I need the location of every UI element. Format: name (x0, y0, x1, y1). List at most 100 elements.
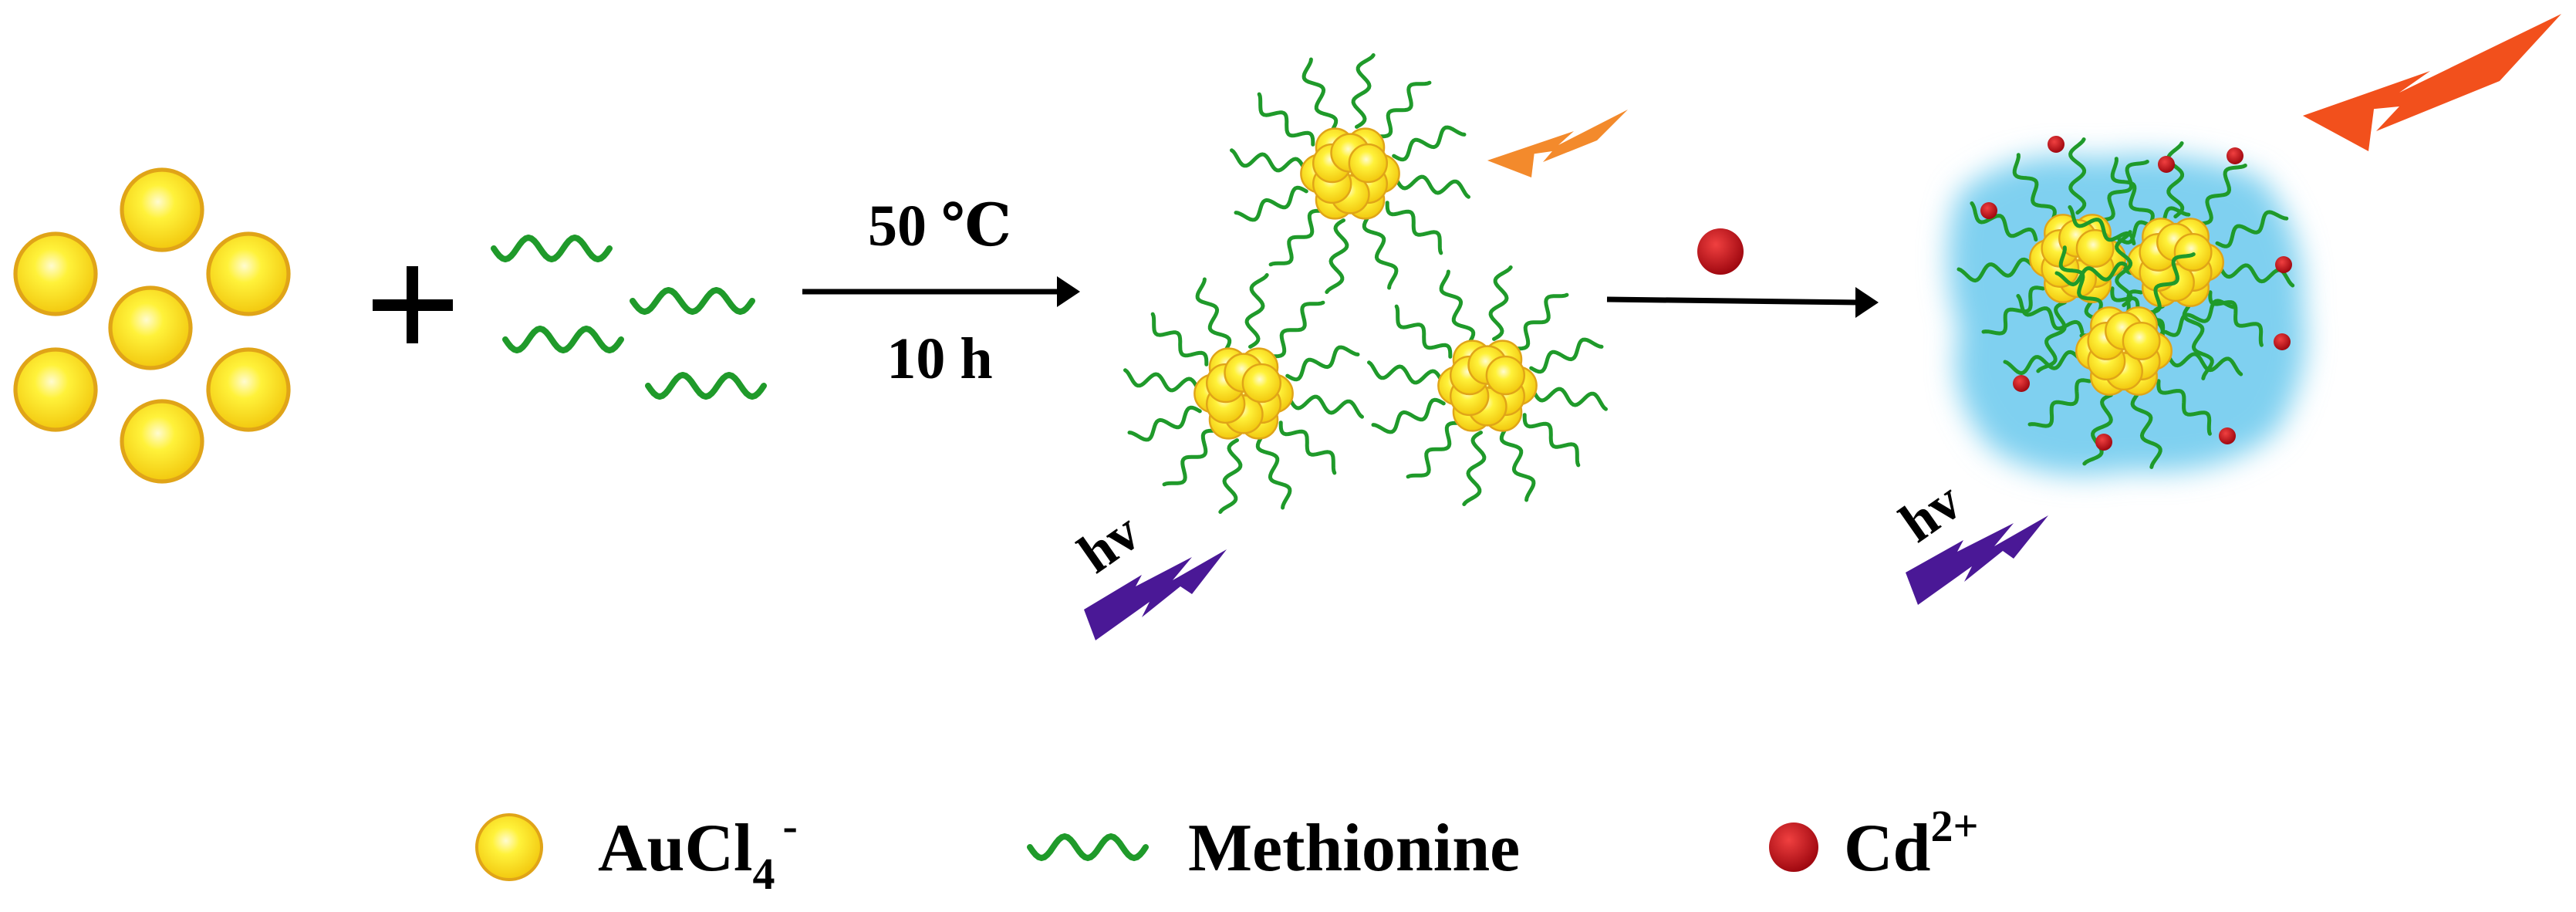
excitation-label-right: hv (1889, 470, 1972, 554)
capping-ligand (1367, 360, 1443, 385)
capping-ligand (2027, 378, 2092, 428)
cadmium-ion-reagent-icon (1697, 228, 1744, 275)
gold-nanocluster (2003, 230, 2243, 469)
free-methionine (630, 287, 755, 315)
reaction-temperature: 50 ℃ (868, 194, 1011, 258)
bound-cadmium-ion (1980, 202, 1997, 219)
cluster-atom (1241, 363, 1282, 404)
capping-ligand (2208, 290, 2264, 347)
capping-ligand (1302, 57, 1339, 132)
methionine-wave-icon (1027, 833, 1149, 862)
capping-ligand (1234, 185, 1308, 222)
capping-ligand (2163, 299, 2237, 337)
capping-ligand (1268, 208, 1323, 267)
capping-ligand (2100, 160, 2149, 222)
capping-ligand (1462, 431, 1487, 506)
legend-item-ion: Cd2+ (1769, 801, 1979, 886)
capping-ligand (1150, 312, 1209, 366)
bound-cadmium-ion (2219, 427, 2236, 444)
svg-text:AuCl4-: AuCl4- (598, 801, 798, 899)
capping-ligand (2003, 350, 2081, 376)
capping-ligand (2156, 379, 2212, 436)
gold-nanocluster (1123, 273, 1364, 514)
capping-ligand (1956, 257, 2034, 283)
capping-ligand (2068, 205, 2136, 245)
capping-ligand (1230, 148, 1305, 173)
capping-ligand (1288, 394, 1364, 419)
excitation-label-left: hv (1067, 501, 1150, 585)
capping-ligand (1351, 53, 1376, 129)
capping-ligand (1162, 428, 1217, 487)
capping-ligand (1325, 218, 1349, 294)
strong-emission-bolt-icon (2303, 14, 2561, 151)
capping-ligand (1406, 421, 1460, 479)
cadmium-ion-icon (1769, 822, 1818, 872)
free-methionine (491, 235, 613, 262)
cluster-atom (2075, 228, 2115, 268)
capping-ligand (2036, 300, 2067, 373)
bound-cadmium-ion (2048, 136, 2065, 153)
free-methionine (645, 372, 767, 400)
bound-cadmium-ion (2227, 147, 2243, 164)
capping-ligand (1522, 413, 1581, 468)
gold-nanocluster-group (1123, 53, 1608, 514)
capping-ligand (1271, 300, 1325, 359)
legend-gold-sup: - (783, 801, 798, 851)
legend-ion-text: Cd (1844, 811, 1931, 886)
capping-ligand (1123, 368, 1199, 393)
gold-precursor-sphere (13, 347, 98, 432)
capping-ligand (1529, 337, 1604, 374)
gold-nanocluster (2054, 141, 2295, 380)
gold-precursor-sphere (108, 285, 193, 370)
capping-ligand (1981, 285, 2045, 336)
capping-ligand (2198, 164, 2247, 226)
capping-ligand (1532, 387, 1608, 411)
legend-gold-text: AuCl (598, 811, 753, 886)
reaction-arrow-2 (1606, 287, 1879, 318)
reaction-arrow-1 (802, 276, 1080, 307)
capping-ligand (1488, 265, 1513, 341)
weak-emission-bolt-icon (1487, 110, 1628, 177)
capping-ligand (1362, 215, 1399, 290)
cluster-atom (1485, 355, 1526, 396)
legend-item-gold: AuCl4- (475, 801, 798, 899)
capping-ligand (1377, 80, 1432, 139)
capping-ligand (2016, 294, 2085, 334)
capping-ligand (1244, 273, 1269, 349)
capping-ligand (1385, 201, 1443, 255)
capping-ligand (1127, 405, 1202, 442)
capping-ligand (2068, 137, 2087, 215)
gold-sphere-icon (475, 813, 543, 881)
capping-ligand (2167, 352, 2243, 377)
legend-ion-sup: 2+ (1931, 801, 1979, 851)
bound-cadmium-ion (2013, 375, 2030, 392)
gold-precursor-sphere (206, 347, 291, 432)
capping-ligand (2058, 245, 2103, 315)
capping-ligand (1371, 397, 1446, 434)
gold-precursor-sphere (206, 231, 291, 316)
cluster-atom (2173, 232, 2213, 272)
capping-ligand (2130, 393, 2162, 469)
bound-cadmium-ion (2275, 256, 2292, 273)
capping-ligand (1439, 269, 1476, 344)
bound-cadmium-ion (2095, 434, 2112, 451)
capping-ligand (1278, 421, 1337, 475)
capping-ligand (2146, 252, 2196, 315)
legend-item-ligand: Methionine (1027, 811, 1520, 886)
capping-ligand (2166, 141, 2185, 219)
gold-precursor-group (13, 167, 291, 484)
capping-ligand (1195, 277, 1232, 352)
free-methionine (502, 326, 624, 353)
capping-ligand (1255, 435, 1292, 510)
legend-gold-sub: 4 (753, 849, 775, 899)
cluster-atom (2122, 321, 2161, 360)
capping-ligand (2012, 153, 2057, 222)
gold-nanocluster (1230, 53, 1470, 294)
svg-text:Cd2+: Cd2+ (1844, 801, 1979, 886)
excitation-bolt-left-icon (1084, 549, 1227, 640)
excitation-bolt-right-icon (1906, 515, 2048, 605)
reaction-time: 10 h (886, 326, 992, 391)
cluster-atom (1348, 143, 1389, 184)
gold-nanocluster (1367, 265, 1608, 506)
